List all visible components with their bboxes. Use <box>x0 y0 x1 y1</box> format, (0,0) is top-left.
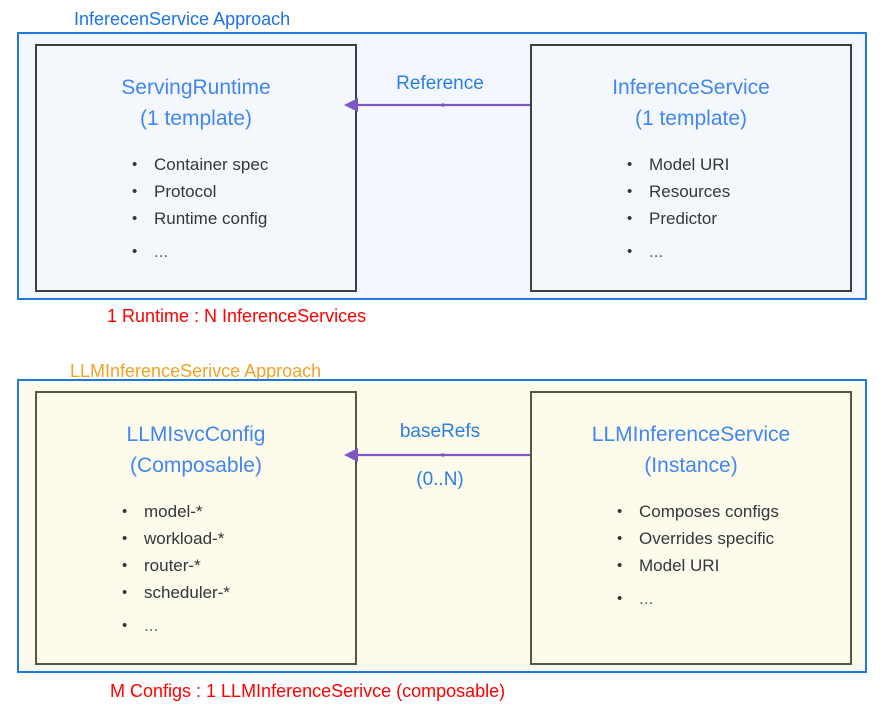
card-llminferenceservice-title: LLMInferenceService <box>591 423 791 446</box>
list-item: Predictor <box>627 205 850 232</box>
list-item: ... <box>132 238 355 265</box>
section-title-llminferenceservice: LLMInferenceSerivce Approach <box>70 361 322 381</box>
list-item: Protocol <box>132 178 355 205</box>
card-servingruntime: ServingRuntime (1 template) Container sp… <box>35 44 357 292</box>
card-llminferenceservice-bullets: Composes configs Overrides specific Mode… <box>532 498 850 612</box>
list-item: model-* <box>122 498 355 525</box>
list-item: ... <box>617 585 850 612</box>
card-servingruntime-bullets: Container spec Protocol Runtime config .… <box>37 151 355 265</box>
card-llmisvcconfig-bullets: model-* workload-* router-* scheduler-* … <box>37 498 355 639</box>
panel-inferenceservice-approach: ServingRuntime (1 template) Container sp… <box>17 32 867 300</box>
list-item: ... <box>627 238 850 265</box>
list-item: Resources <box>627 178 850 205</box>
card-llminferenceservice-subtitle: (Instance) <box>644 454 738 477</box>
list-item: scheduler-* <box>122 579 355 606</box>
list-item: Composes configs <box>617 498 850 525</box>
card-inferenceservice-bullets: Model URI Resources Predictor ... <box>532 151 850 265</box>
card-servingruntime-subtitle: (1 template) <box>139 107 253 130</box>
card-llmisvcconfig-subtitle: (Composable) <box>130 454 262 477</box>
card-llmisvcconfig: LLMIsvcConfig (Composable) model-* workl… <box>35 391 357 665</box>
list-item: Container spec <box>132 151 355 178</box>
list-item: ... <box>122 612 355 639</box>
card-inferenceservice: InferenceService (1 template) Model URI … <box>530 44 852 292</box>
section-title-inferenceservice: InferecenService Approach <box>74 9 291 29</box>
caption-runtime-ratio: 1 Runtime : N InferenceServices <box>107 306 367 326</box>
card-inferenceservice-subtitle: (1 template) <box>634 107 748 130</box>
panel-llminferenceservice-approach: LLMIsvcConfig (Composable) model-* workl… <box>17 379 867 673</box>
list-item: router-* <box>122 552 355 579</box>
card-llminferenceservice: LLMInferenceService (Instance) Composes … <box>530 391 852 665</box>
list-item: Overrides specific <box>617 525 850 552</box>
card-inferenceservice-title: InferenceService <box>612 76 770 99</box>
list-item: Runtime config <box>132 205 355 232</box>
card-llmisvcconfig-title: LLMIsvcConfig <box>126 423 266 446</box>
list-item: Model URI <box>617 552 850 579</box>
list-item: Model URI <box>627 151 850 178</box>
list-item: workload-* <box>122 525 355 552</box>
caption-configs-ratio: M Configs : 1 LLMInferenceSerivce (compo… <box>110 681 506 701</box>
card-servingruntime-title: ServingRuntime <box>121 76 271 99</box>
